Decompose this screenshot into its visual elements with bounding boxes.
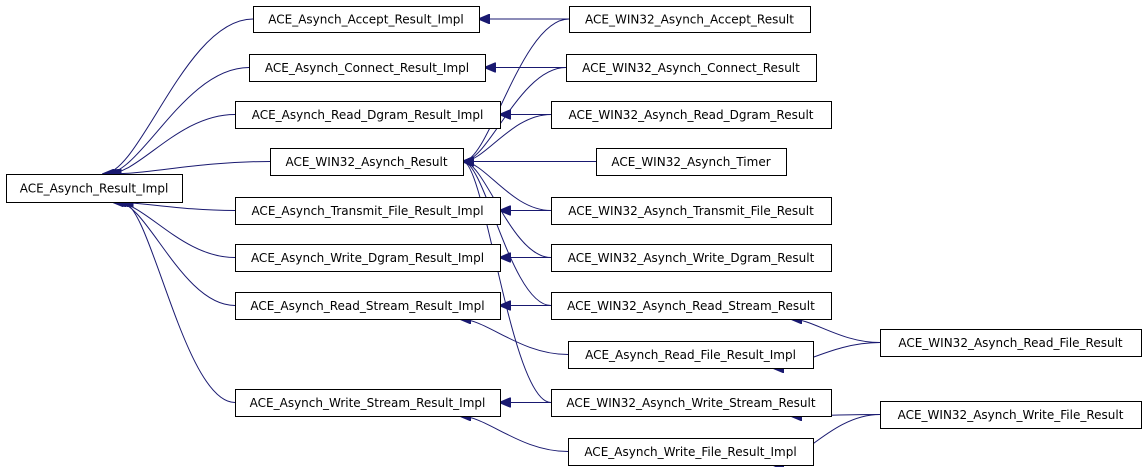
class-box[interactable] [551, 292, 832, 320]
class-box[interactable] [235, 101, 501, 129]
class-label: ACE_WIN32_Asynch_Timer [611, 155, 770, 169]
class-node-write-file-impl[interactable]: ACE_Asynch_Write_File_Result_Impl [568, 438, 814, 466]
class-box[interactable] [6, 174, 183, 203]
class-box[interactable] [235, 244, 501, 272]
class-label: ACE_WIN32_Asynch_Write_Stream_Result [566, 396, 815, 410]
class-node-transmit-impl[interactable]: ACE_Asynch_Transmit_File_Result_Impl [235, 197, 501, 225]
edge-read-stream-impl-to-asynch-result-impl [117, 202, 236, 306]
class-box[interactable] [551, 389, 832, 417]
class-label: ACE_Asynch_Write_Dgram_Result_Impl [251, 251, 484, 265]
class-box[interactable] [568, 341, 814, 369]
class-node-write-dgram-impl[interactable]: ACE_Asynch_Write_Dgram_Result_Impl [235, 244, 501, 272]
class-node-read-dgram-impl[interactable]: ACE_Asynch_Read_Dgram_Result_Impl [235, 101, 501, 129]
class-node-read-file-impl[interactable]: ACE_Asynch_Read_File_Result_Impl [568, 341, 814, 369]
class-box[interactable] [568, 438, 814, 466]
class-label: ACE_WIN32_Asynch_Accept_Result [585, 13, 794, 27]
class-label: ACE_WIN32_Asynch_Read_File_Result [898, 336, 1123, 350]
edge-win32-read-stream-to-win32-result [463, 162, 552, 306]
edge-accept-impl-to-asynch-result-impl [103, 18, 254, 174]
class-label: ACE_Asynch_Transmit_File_Result_Impl [251, 204, 483, 218]
class-box[interactable] [253, 6, 480, 33]
class-node-win32-write-dgram[interactable]: ACE_WIN32_Asynch_Write_Dgram_Result [551, 244, 832, 272]
edge-read-file-impl-to-read-stream-impl [460, 319, 569, 355]
class-node-win32-timer[interactable]: ACE_WIN32_Asynch_Timer [596, 148, 787, 176]
class-box[interactable] [551, 197, 832, 225]
class-node-connect-impl[interactable]: ACE_Asynch_Connect_Result_Impl [249, 54, 486, 82]
class-box[interactable] [249, 54, 486, 82]
class-box[interactable] [596, 148, 787, 176]
class-node-win32-read-stream[interactable]: ACE_WIN32_Asynch_Read_Stream_Result [551, 292, 832, 320]
class-label: ACE_WIN32_Asynch_Write_File_Result [898, 408, 1124, 422]
class-label: ACE_Asynch_Read_Stream_Result_Impl [250, 299, 484, 313]
class-node-win32-accept[interactable]: ACE_WIN32_Asynch_Accept_Result [569, 6, 811, 33]
class-label: ACE_WIN32_Asynch_Write_Dgram_Result [568, 251, 815, 265]
nodes-layer: ACE_Asynch_Result_Impl ACE_Asynch_Accept_… [6, 6, 1142, 466]
class-box[interactable] [880, 401, 1142, 429]
class-node-win32-write-stream[interactable]: ACE_WIN32_Asynch_Write_Stream_Result [551, 389, 832, 417]
class-label: ACE_WIN32_Asynch_Transmit_File_Result [568, 204, 814, 218]
class-label: ACE_Asynch_Read_File_Result_Impl [585, 348, 796, 362]
class-box[interactable] [569, 6, 811, 33]
class-label: ACE_Asynch_Read_Dgram_Result_Impl [252, 108, 484, 122]
class-node-win32-connect[interactable]: ACE_WIN32_Asynch_Connect_Result [566, 54, 817, 82]
class-label: ACE_Asynch_Write_Stream_Result_Impl [250, 396, 486, 410]
class-box[interactable] [270, 148, 464, 176]
class-node-win32-read-dgram[interactable]: ACE_WIN32_Asynch_Read_Dgram_Result [551, 101, 832, 129]
class-box[interactable] [551, 101, 832, 129]
edge-win32-result-to-asynch-result-impl [110, 161, 271, 175]
edge-read-dgram-impl-to-asynch-result-impl [108, 114, 236, 175]
class-box[interactable] [551, 244, 832, 272]
class-label: ACE_Asynch_Connect_Result_Impl [265, 61, 469, 75]
class-node-win32-result[interactable]: ACE_WIN32_Asynch_Result [270, 148, 464, 176]
class-node-read-stream-impl[interactable]: ACE_Asynch_Read_Stream_Result_Impl [235, 292, 501, 320]
class-node-win32-read-file[interactable]: ACE_WIN32_Asynch_Read_File_Result [880, 329, 1142, 357]
edge-win32-accept-to-win32-result [463, 18, 570, 162]
class-label: ACE_WIN32_Asynch_Read_Dgram_Result [568, 108, 813, 122]
class-node-asynch-result-impl[interactable]: ACE_Asynch_Result_Impl [6, 174, 183, 203]
class-label: ACE_Asynch_Result_Impl [20, 182, 169, 196]
edge-write-stream-impl-to-asynch-result-impl [122, 202, 236, 403]
class-node-win32-write-file[interactable]: ACE_WIN32_Asynch_Write_File_Result [880, 401, 1142, 429]
class-label: ACE_WIN32_Asynch_Result [285, 155, 447, 169]
class-node-win32-transmit[interactable]: ACE_WIN32_Asynch_Transmit_File_Result [551, 197, 832, 225]
class-label: ACE_WIN32_Asynch_Connect_Result [582, 61, 800, 75]
class-label: ACE_Asynch_Accept_Result_Impl [268, 13, 464, 27]
edge-win32-read-file-to-win32-read-stream [791, 319, 881, 343]
class-box[interactable] [566, 54, 817, 82]
class-node-accept-impl[interactable]: ACE_Asynch_Accept_Result_Impl [253, 6, 480, 33]
edge-write-file-impl-to-write-stream-impl [460, 416, 569, 452]
class-box[interactable] [235, 389, 501, 417]
class-label: ACE_Asynch_Write_File_Result_Impl [584, 445, 796, 459]
class-box[interactable] [235, 197, 501, 225]
class-node-write-stream-impl[interactable]: ACE_Asynch_Write_Stream_Result_Impl [235, 389, 501, 417]
class-box[interactable] [235, 292, 501, 320]
class-box[interactable] [880, 329, 1142, 357]
class-label: ACE_WIN32_Asynch_Read_Stream_Result [567, 299, 815, 313]
edge-win32-write-stream-to-win32-result [463, 162, 552, 403]
